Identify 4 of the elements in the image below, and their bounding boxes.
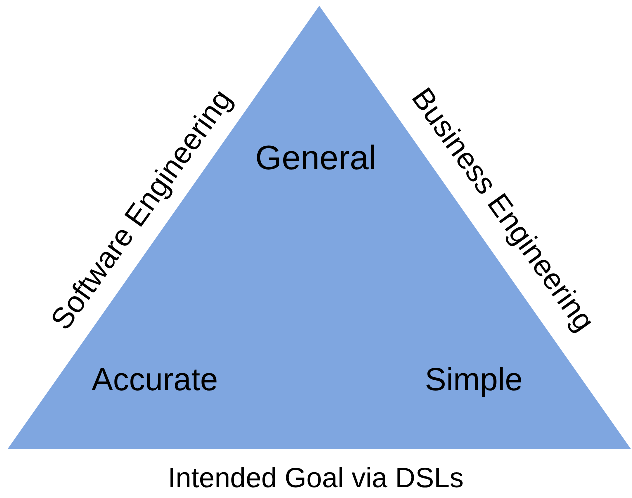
corner-label: Accurate — [92, 362, 218, 398]
goal-label: Intended Goal via DSLs — [168, 464, 464, 494]
corner-label: Simple — [425, 362, 523, 398]
corner-label: General — [256, 140, 376, 178]
